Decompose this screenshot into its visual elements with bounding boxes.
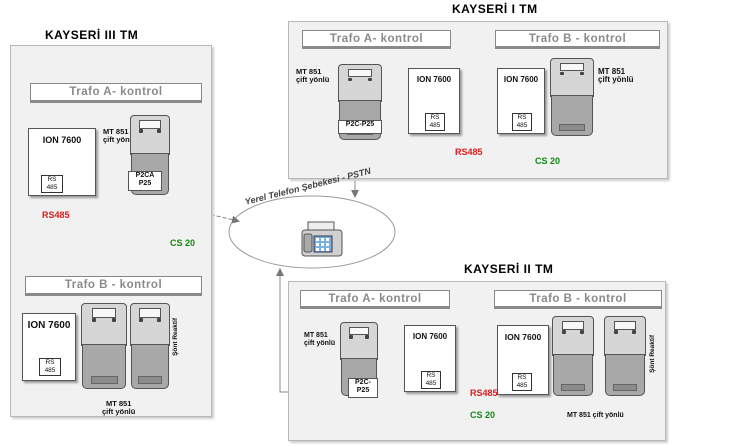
s2-cs20-label: CS 20 (470, 410, 496, 420)
s3-ion-b-label: ION 7600 (27, 320, 71, 331)
s2-p2c-modem: P2C-P25 (348, 378, 378, 398)
s2-ion-b-label: ION 7600 (504, 332, 542, 342)
s1-ion-a-label: ION 7600 (416, 75, 452, 84)
fax-telephone-icon (300, 220, 344, 260)
s2-rs485-label: RS485 (470, 388, 498, 398)
s1-p2c-modem: P2C-P25 (338, 120, 382, 134)
s2-trafo-a: Trafo A- kontrol (300, 290, 450, 309)
s2-trafo-b: Trafo B - kontrol (494, 290, 662, 309)
s1-ion-b-label: ION 7600 (503, 75, 539, 84)
s3-trafo-b: Trafo B - kontrol (25, 276, 202, 296)
s1-trafo-b: Trafo B - kontrol (495, 30, 660, 49)
s1-title: KAYSERİ I TM (452, 2, 538, 16)
s3-sayac-meter-icon (130, 303, 170, 389)
s2-title: KAYSERİ II TM (464, 262, 554, 276)
s2-sont-label: Şönt Reaktif (649, 335, 656, 373)
s3-sont-label: Şönt Reaktif (172, 318, 179, 356)
s1-rs485-label: RS485 (455, 147, 483, 157)
s1-mt851-right-meter-icon (550, 58, 594, 136)
s3-rs485-label: RS485 (42, 210, 70, 220)
s3-trafo-a: Trafo A- kontrol (30, 83, 202, 103)
s3-cs20-label: CS 20 (170, 238, 196, 248)
s3-ion-a-label: ION 7600 (42, 135, 82, 145)
s2-ion-a-label: ION 7600 (412, 332, 448, 341)
s3-title: KAYSERİ III TM (45, 28, 139, 42)
s2-mt851-b-meter-icon (552, 316, 594, 396)
s1-trafo-a: Trafo A- kontrol (302, 30, 451, 49)
s3-mt851-b-meter-icon (81, 303, 127, 389)
s2-sayac-meter-icon (604, 316, 646, 396)
s1-cs20-label: CS 20 (535, 156, 561, 166)
s2-mt-bottom-label: MT 851 çift yönlü (567, 412, 624, 419)
